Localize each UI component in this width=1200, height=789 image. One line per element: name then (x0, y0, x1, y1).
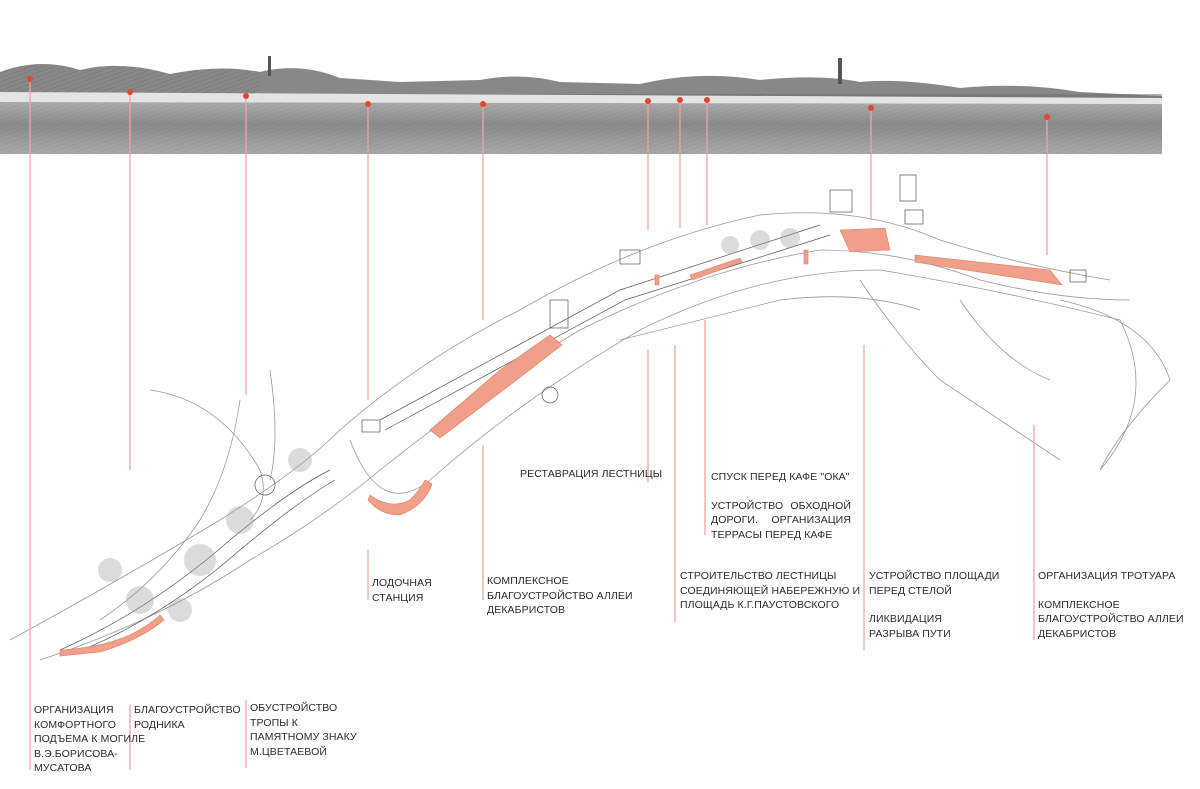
label-text: ОРГАНИЗАЦИЯ ТРОТУАРА (1038, 570, 1176, 582)
label-text: ЛИКВИДАЦИЯ РАЗРЫВА ПУТИ (869, 613, 951, 640)
label-text: ЛОДОЧНАЯ СТАНЦИЯ (372, 577, 432, 604)
label-grave: ОРГАНИЗАЦИЯ КОМФОРТНОГО ПОДЪЕМА К МОГИЛЕ… (34, 703, 145, 776)
highlight-grave-path (59, 614, 165, 657)
label-text: ОБУСТРОЙСТВО ТРОПЫ К ПАМЯТНОМУ ЗНАКУ М.Ц… (250, 702, 357, 758)
label-text: БЛАГОУСТРОЙСТВО РОДНИКА (134, 704, 241, 731)
label-boat-station: ЛОДОЧНАЯ СТАНЦИЯ (372, 576, 432, 605)
label-text: СПУСК ПЕРЕД КАФЕ "ОКА" (711, 471, 850, 483)
label-stairs-build: СТРОИТЕЛЬСТВО ЛЕСТНИЦЫ СОЕДИНЯЮЩЕЙ НАБЕР… (680, 569, 860, 613)
label-text: СТРОИТЕЛЬСТВО ЛЕСТНИЦЫ СОЕДИНЯЮЩЕЙ НАБЕР… (680, 570, 861, 611)
label-trail: ОБУСТРОЙСТВО ТРОПЫ К ПАМЯТНОМУ ЗНАКУ М.Ц… (250, 701, 357, 759)
highlight-sidewalk (914, 254, 1063, 286)
label-stairs-restore: РЕСТАВРАЦИЯ ЛЕСТНИЦЫ (520, 467, 662, 482)
label-text: ОРГАНИЗАЦИЯ КОМФОРТНОГО ПОДЪЕМА К МОГИЛЕ… (34, 704, 146, 774)
label-spring: БЛАГОУСТРОЙСТВО РОДНИКА (134, 703, 241, 732)
panorama-sketch (0, 56, 1162, 154)
highlight-alley (429, 334, 563, 439)
label-square: УСТРОЙСТВО ПЛОЩАДИ ПЕРЕД СТЕЛОЙ ЛИКВИДАЦ… (869, 569, 999, 641)
label-text: УСТРОЙСТВО ОБХОДНОЙ ДОРОГИ. ОРГАНИЗАЦИЯ … (711, 499, 851, 541)
label-alley-1: КОМПЛЕКСНОЕ БЛАГОУСТРОЙСТВО АЛЛЕИ ДЕКАБР… (487, 574, 633, 618)
label-text: КОМПЛЕКСНОЕ БЛАГОУСТРОЙСТВО АЛЛЕИ ДЕКАБР… (487, 575, 633, 616)
highlight-square (839, 227, 891, 253)
label-text: УСТРОЙСТВО ПЛОЩАДИ ПЕРЕД СТЕЛОЙ (869, 570, 1000, 597)
label-text: РЕСТАВРАЦИЯ ЛЕСТНИЦЫ (520, 468, 663, 480)
label-sidewalk: ОРГАНИЗАЦИЯ ТРОТУАРА КОМПЛЕКСНОЕ БЛАГОУС… (1038, 569, 1184, 641)
highlight-boat-station (367, 479, 433, 516)
label-text: КОМПЛЕКСНОЕ БЛАГОУСТРОЙСТВО АЛЛЕИ ДЕКАБР… (1038, 598, 1184, 640)
highlight-stairs (689, 257, 743, 281)
site-plan-map (9, 174, 1171, 661)
label-cafe: СПУСК ПЕРЕД КАФЕ "ОКА" УСТРОЙСТВО ОБХОДН… (711, 470, 851, 542)
